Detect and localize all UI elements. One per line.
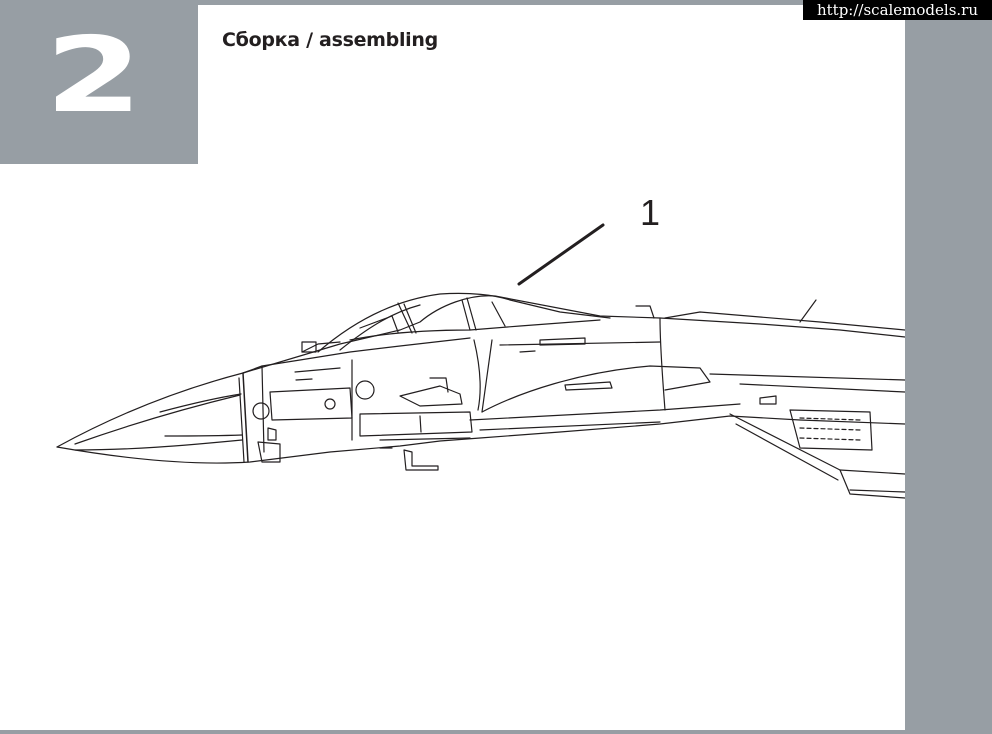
top-border-strip [0, 0, 992, 5]
callout-leader-line [517, 223, 605, 286]
step-number: 2 [44, 14, 143, 136]
section-title: Сборка / assembling [222, 29, 438, 51]
canopy [301, 292, 611, 353]
watermark-link[interactable]: http://scalemodels.ru [803, 0, 992, 20]
dorsal-spine [635, 299, 905, 331]
step-number-box: 2 [0, 0, 198, 164]
bottom-border-strip [0, 730, 992, 734]
right-margin-bar [905, 0, 992, 734]
intake-and-nose-gear [379, 395, 905, 499]
callout-label-1: 1 [640, 192, 661, 233]
forward-fuselage-panels [242, 317, 905, 463]
